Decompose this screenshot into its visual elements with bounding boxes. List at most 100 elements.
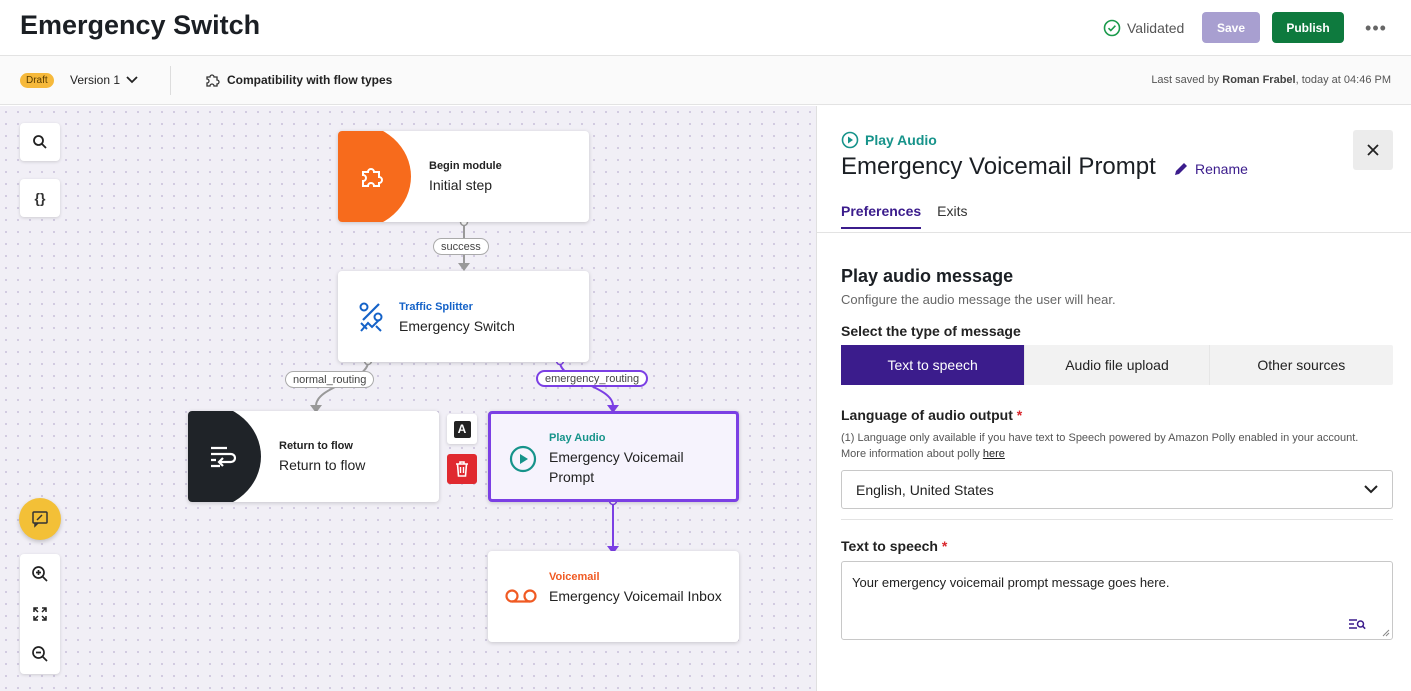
tab-preferences[interactable]: Preferences — [841, 203, 922, 229]
panel-tabs: Preferences Exits — [841, 203, 968, 229]
node-text-tool[interactable]: A — [447, 414, 477, 444]
language-note: (1) Language only available if you have … — [841, 430, 1361, 462]
fit-view-button[interactable] — [20, 594, 60, 634]
language-value: English, United States — [856, 481, 994, 498]
node-accent-circle — [188, 411, 261, 502]
feedback-button[interactable] — [19, 498, 61, 540]
node-type-label: Voicemail — [549, 571, 600, 583]
compatibility-button[interactable]: Compatibility with flow types — [204, 72, 392, 88]
more-options-icon[interactable]: ••• — [1365, 17, 1387, 38]
puzzle-icon — [362, 168, 383, 187]
node-name-label: Initial step — [429, 177, 493, 193]
panel-kind: Play Audio — [841, 131, 937, 149]
tts-label: Text to speech * — [841, 538, 947, 554]
node-type-label: Traffic Splitter — [399, 301, 473, 313]
option-other-sources[interactable]: Other sources — [1257, 357, 1346, 373]
pencil-icon — [1175, 163, 1187, 175]
close-panel-button[interactable] — [1353, 130, 1393, 170]
message-type-label: Select the type of message — [841, 323, 1021, 339]
variables-button[interactable]: {} — [20, 179, 60, 217]
version-dropdown[interactable]: Version 1 — [70, 73, 138, 87]
node-type-label: Play Audio — [549, 432, 606, 444]
version-label: Version 1 — [70, 73, 121, 87]
node-name-label: Emergency Voicemail Prompt — [549, 449, 684, 485]
divider — [170, 66, 171, 95]
node-delete-button[interactable] — [447, 454, 477, 484]
language-label: Language of audio output * — [841, 407, 1022, 423]
tts-value: Your emergency voicemail prompt message … — [852, 575, 1170, 590]
publish-button[interactable]: Publish — [1272, 12, 1344, 43]
node-type-label: Begin module — [429, 160, 502, 172]
option-text-to-speech[interactable]: Text to speech — [841, 345, 1026, 385]
panel-kind-label: Play Audio — [865, 132, 937, 148]
node-play-audio[interactable]: Play Audio Emergency Voicemail Prompt — [488, 411, 739, 502]
language-label-text: Language of audio output — [841, 407, 1013, 423]
play-circle-icon — [841, 131, 859, 149]
edge-label-normal-routing[interactable]: normal_routing — [285, 371, 375, 388]
expand-icon — [33, 607, 47, 621]
properties-panel: Play Audio Emergency Voicemail Prompt Re… — [816, 106, 1411, 691]
zoom-out-button[interactable] — [20, 634, 60, 674]
panel-title: Emergency Voicemail Prompt — [841, 153, 1156, 180]
edge-label-success[interactable]: success — [433, 238, 489, 255]
tts-textarea[interactable]: Your emergency voicemail prompt message … — [841, 561, 1393, 640]
tab-exits[interactable]: Exits — [937, 203, 968, 219]
last-saved-info: Last saved by Roman Frabel, today at 04:… — [1151, 74, 1391, 86]
trash-icon — [456, 461, 468, 477]
search-icon — [33, 135, 47, 149]
save-button[interactable]: Save — [1202, 12, 1260, 43]
divider — [841, 519, 1393, 520]
top-bar: Emergency Switch Validated Save Publish … — [0, 0, 1411, 56]
last-saved-time: , today at 04:46 PM — [1295, 74, 1391, 86]
rename-label: Rename — [1195, 161, 1248, 177]
node-type-label: Return to flow — [279, 440, 353, 452]
tabs-divider — [817, 232, 1411, 233]
page-title: Emergency Switch — [20, 10, 261, 40]
last-saved-user: Roman Frabel — [1222, 74, 1296, 86]
draft-badge: Draft — [20, 73, 54, 88]
puzzle-outline-icon — [206, 74, 220, 87]
close-icon — [1367, 144, 1379, 156]
search-text-icon[interactable] — [1348, 618, 1366, 630]
resize-handle-icon[interactable] — [1382, 629, 1390, 637]
voicemail-icon — [505, 589, 537, 603]
chevron-down-icon — [1364, 485, 1378, 494]
validated-label: Validated — [1127, 20, 1185, 36]
version-bar: Draft Version 1 Compatibility with flow … — [0, 56, 1411, 105]
zoom-in-icon — [32, 566, 48, 582]
chevron-down-icon — [126, 76, 138, 84]
language-select[interactable]: English, United States — [841, 470, 1393, 509]
option-audio-file-upload[interactable]: Audio file upload — [1025, 345, 1210, 385]
node-accent-circle — [338, 131, 411, 222]
node-name-label: Emergency Switch — [399, 318, 515, 334]
node-name-label: Return to flow — [279, 457, 366, 473]
last-saved-prefix: Last saved by — [1151, 74, 1223, 86]
check-circle-icon — [1103, 19, 1121, 37]
node-voicemail[interactable]: Voicemail Emergency Voicemail Inbox — [488, 551, 739, 642]
message-type-selector: Text to speech Audio file upload Other s… — [841, 345, 1393, 385]
text-format-icon: A — [453, 420, 471, 438]
section-title: Play audio message — [841, 266, 1014, 286]
node-name-label: Emergency Voicemail Inbox — [549, 588, 722, 604]
edge-label-emergency-routing[interactable]: emergency_routing — [536, 370, 649, 387]
compatibility-label: Compatibility with flow types — [227, 73, 393, 87]
return-icon — [211, 446, 236, 468]
required-mark: * — [941, 538, 948, 554]
feedback-icon — [32, 511, 48, 528]
zoom-in-button[interactable] — [20, 554, 60, 594]
flow-canvas[interactable]: {} success normal_routing emergency_rout… — [0, 106, 816, 691]
node-return-to-flow[interactable]: Return to flow Return to flow — [188, 411, 439, 502]
zoom-out-icon — [32, 646, 48, 662]
polly-info-link[interactable]: here — [982, 448, 1005, 460]
node-begin-module[interactable]: Begin module Initial step — [338, 131, 589, 222]
required-mark: * — [1016, 407, 1023, 423]
section-description: Configure the audio message the user wil… — [841, 292, 1116, 307]
percent-split-icon — [359, 302, 383, 332]
node-traffic-splitter[interactable]: Traffic Splitter Emergency Switch — [338, 271, 589, 362]
validation-status: Validated — [1103, 19, 1184, 37]
tts-label-text: Text to speech — [841, 538, 938, 554]
canvas-search-button[interactable] — [20, 123, 60, 161]
language-note-text: (1) Language only available if you have … — [841, 432, 1359, 460]
rename-button[interactable]: Rename — [1173, 161, 1248, 177]
zoom-controls — [20, 554, 60, 674]
